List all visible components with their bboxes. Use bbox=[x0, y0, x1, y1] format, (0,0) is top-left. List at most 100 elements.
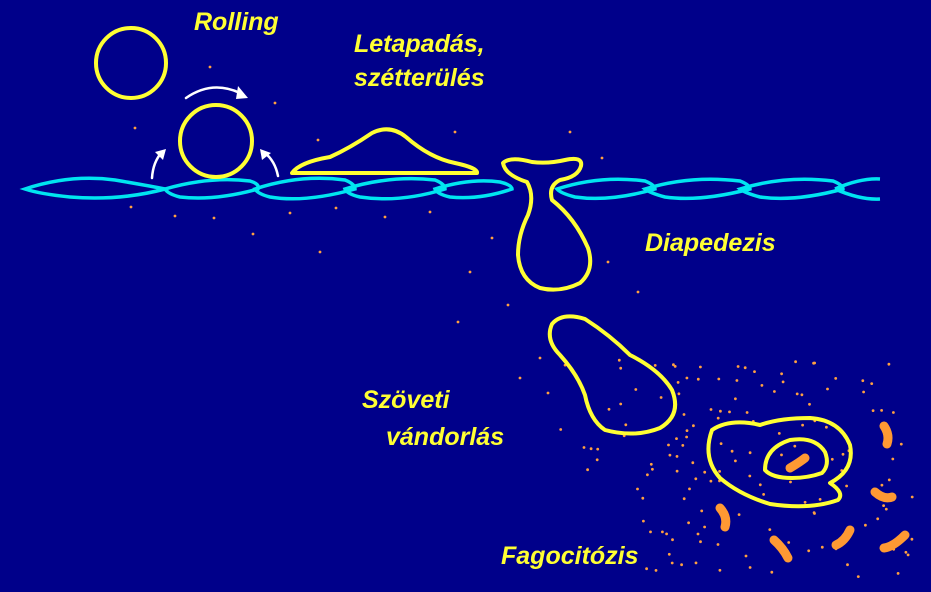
chemokine-dot bbox=[651, 467, 654, 471]
chemokine-dot bbox=[864, 523, 867, 527]
chemokine-dot bbox=[691, 461, 695, 465]
chemokine-dot bbox=[428, 210, 432, 214]
chemokine-dot bbox=[634, 388, 638, 391]
chemokine-dot bbox=[880, 409, 883, 412]
chemokine-dot bbox=[841, 452, 845, 456]
rolling-leukocyte bbox=[178, 103, 254, 179]
chemokine-dot bbox=[490, 236, 494, 240]
chemokine-dot bbox=[694, 561, 698, 565]
chemokine-dot bbox=[709, 479, 713, 483]
chemokine-dot bbox=[820, 545, 824, 549]
bacterium bbox=[870, 487, 897, 503]
chemokine-dot bbox=[619, 402, 623, 406]
chemokine-dot bbox=[846, 563, 849, 567]
chemokine-dot bbox=[896, 572, 900, 575]
chemokine-dot bbox=[760, 384, 764, 387]
bacterium bbox=[831, 525, 855, 550]
chemokine-dot bbox=[709, 408, 713, 411]
chemokine-dot bbox=[667, 552, 671, 556]
chemokine-dot bbox=[665, 532, 668, 536]
chemokine-dot bbox=[649, 530, 652, 534]
chemokine-dot bbox=[677, 392, 681, 396]
endothelial-cell bbox=[342, 176, 447, 201]
phagocytosing-leukocyte bbox=[706, 416, 853, 509]
chemokine-dot bbox=[653, 364, 657, 367]
chemokine-dots bbox=[129, 65, 914, 578]
chemokine-dot bbox=[670, 561, 674, 565]
chemokine-dot bbox=[735, 379, 739, 382]
chemokine-dot bbox=[624, 423, 628, 427]
chemokine-dot bbox=[795, 392, 799, 396]
chemokine-dot bbox=[818, 498, 822, 501]
chemokine-dot bbox=[316, 138, 320, 142]
chemokine-dot bbox=[700, 509, 704, 513]
endothelial-cell bbox=[641, 177, 752, 201]
chemokine-dot bbox=[682, 497, 686, 501]
chemokine-dot bbox=[671, 538, 674, 542]
chemokine-dot bbox=[667, 443, 670, 447]
chemokine-dot bbox=[675, 455, 679, 458]
chemokine-dot bbox=[675, 469, 679, 473]
chemokine-dot bbox=[793, 444, 797, 448]
chemokine-dot bbox=[506, 303, 510, 307]
chemokine-dot bbox=[680, 563, 683, 567]
chemokine-dot bbox=[676, 381, 680, 384]
endothelial-cell bbox=[252, 176, 357, 201]
chemokine-dot bbox=[876, 517, 880, 521]
arrowhead-left bbox=[155, 149, 166, 160]
chemokine-dot bbox=[745, 411, 749, 414]
chemokine-dot bbox=[334, 206, 338, 210]
chemokine-dot bbox=[736, 365, 740, 368]
bacterium bbox=[769, 535, 793, 563]
chemokine-dot bbox=[688, 487, 691, 491]
chemokine-dot bbox=[801, 423, 804, 427]
chemokine-dot bbox=[719, 442, 723, 445]
chemokine-dot bbox=[453, 130, 457, 134]
endothelial-cell bbox=[432, 179, 514, 200]
chemokine-dot bbox=[681, 444, 685, 447]
chemokine-dot bbox=[834, 377, 838, 380]
chemokine-dot bbox=[743, 366, 747, 370]
chemokine-dot bbox=[251, 232, 255, 236]
chemokine-dot bbox=[682, 413, 686, 416]
chemokine-dot bbox=[696, 532, 700, 536]
chemokine-dot bbox=[728, 410, 731, 414]
chemokine-dot bbox=[694, 477, 698, 481]
chemokine-dot bbox=[582, 446, 586, 449]
chemokine-dot bbox=[887, 478, 891, 482]
chemokine-dot bbox=[600, 156, 604, 160]
chemokine-dot bbox=[808, 402, 811, 406]
chemokine-dot bbox=[861, 379, 865, 383]
chemokine-dot bbox=[906, 553, 910, 557]
chemokine-dot bbox=[685, 429, 689, 432]
bacterium bbox=[879, 421, 893, 449]
bacterium bbox=[785, 453, 810, 473]
label-diapedesis: Diapedezis bbox=[645, 229, 776, 257]
migrating-leukocyte bbox=[547, 314, 677, 436]
label-migration-line2: vándorlás bbox=[386, 423, 505, 451]
chemokine-dot bbox=[518, 376, 522, 380]
chemokine-dot bbox=[716, 543, 720, 546]
chemokine-dot bbox=[870, 382, 874, 385]
chemokine-dot bbox=[696, 377, 700, 381]
chemokine-dot bbox=[538, 356, 542, 360]
chemokine-dot bbox=[212, 216, 216, 220]
chemokine-dot bbox=[892, 411, 895, 414]
chemokine-dot bbox=[617, 358, 621, 362]
chemokine-dot bbox=[568, 130, 572, 134]
endothelial-cell bbox=[736, 177, 845, 201]
chemokine-dot bbox=[780, 453, 783, 457]
label-rolling: Rolling bbox=[194, 8, 279, 36]
chemokine-dot bbox=[645, 567, 648, 571]
chemokine-dot bbox=[383, 215, 387, 219]
label-migration-line1: Szöveti bbox=[362, 386, 450, 414]
chemokine-dot bbox=[880, 483, 884, 487]
chemokine-dot bbox=[546, 391, 550, 395]
chemokine-dot bbox=[456, 320, 460, 324]
chemokine-dot bbox=[807, 549, 811, 553]
chemokine-dot bbox=[606, 260, 610, 264]
chemokine-dot bbox=[891, 457, 895, 461]
chemokine-dot bbox=[703, 525, 706, 529]
chemokine-dot bbox=[737, 513, 741, 516]
chemokine-dot bbox=[649, 462, 653, 466]
